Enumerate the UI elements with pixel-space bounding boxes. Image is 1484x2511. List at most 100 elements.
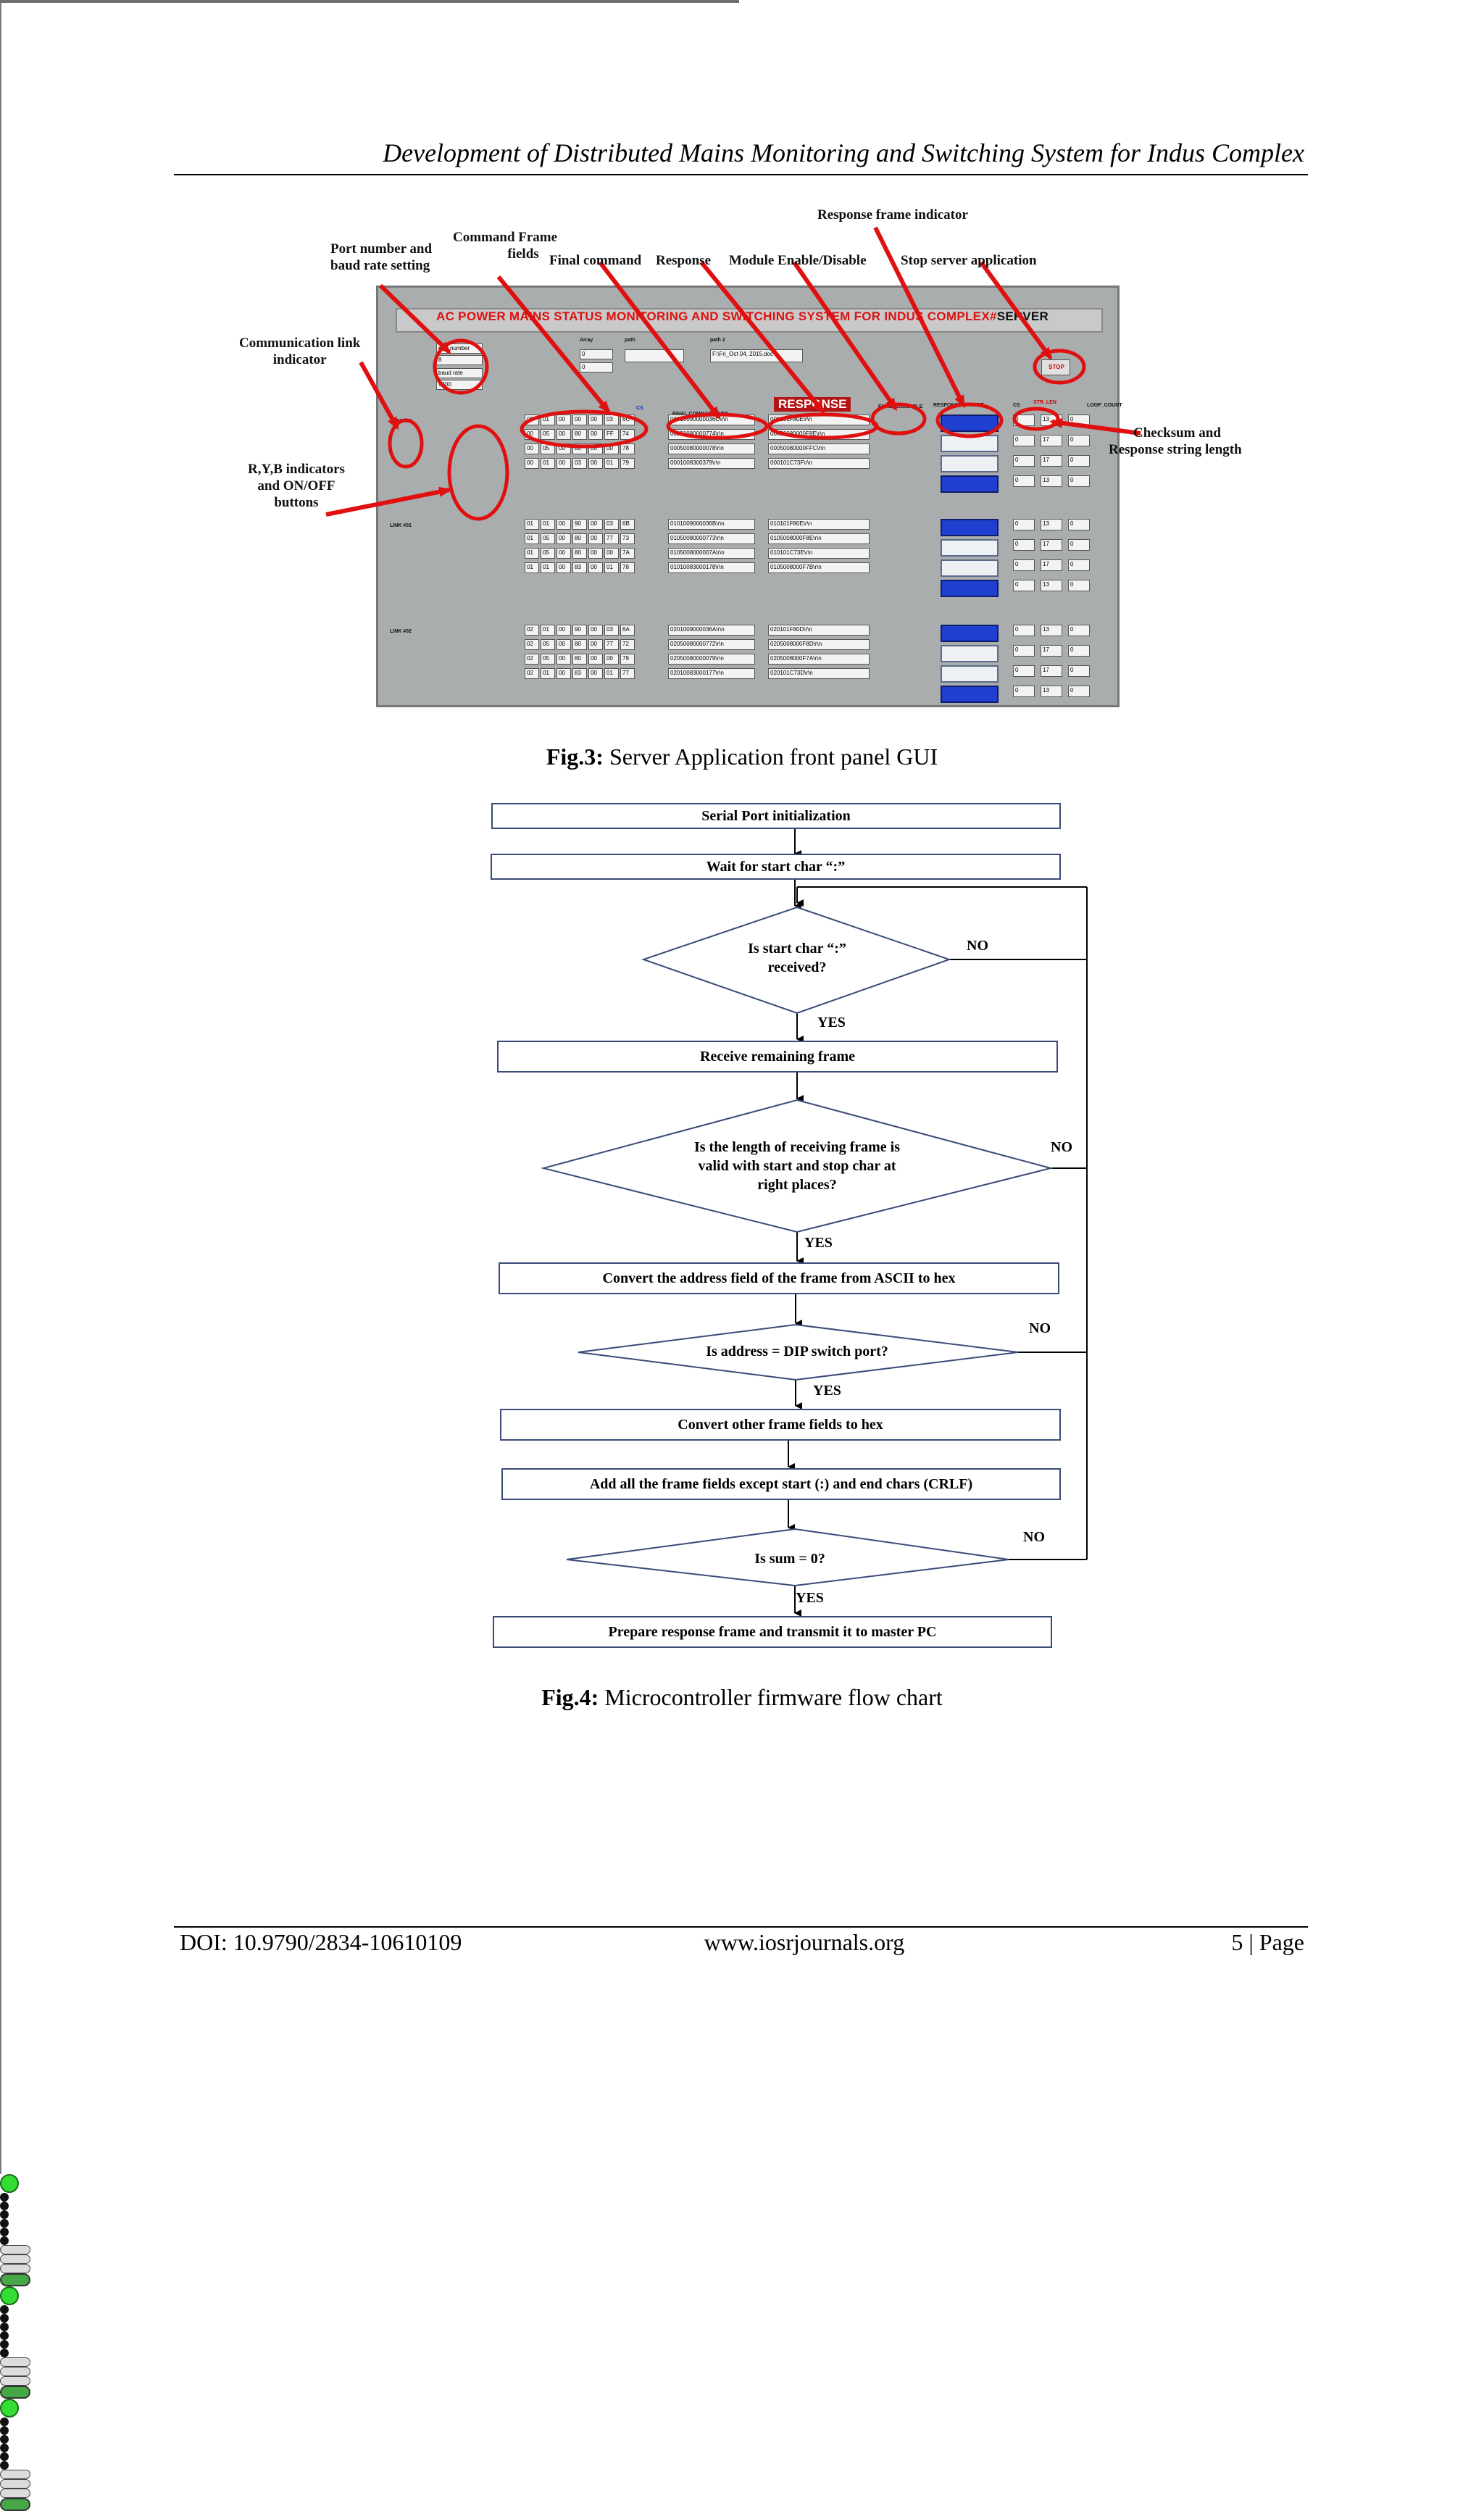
strobe-on — [941, 475, 999, 493]
onoff-toggle — [0, 2357, 30, 2367]
link-separator — [0, 1, 739, 3]
response-cell: 0205008000F7A\r\n — [768, 654, 870, 665]
ryb-led — [0, 2349, 9, 2357]
cmd-cell: 01 — [525, 519, 539, 530]
running-title: Development of Distributed Mains Monitor… — [383, 138, 1304, 167]
cmd-cell: 00 — [556, 639, 571, 650]
annotation-ellipse — [1033, 349, 1086, 385]
cmd-cell: 05 — [541, 548, 555, 559]
link-label: LINK #01 — [390, 523, 412, 528]
flow-step-convert-fields: Convert other frame fields to hex — [500, 1409, 1061, 1441]
cmd-cell: 00 — [556, 625, 571, 636]
cmd-cell: 77 — [604, 639, 619, 650]
annotation-ellipse — [433, 338, 489, 395]
onoff-toggle — [0, 2376, 30, 2386]
cmd-cell: 00 — [588, 415, 603, 425]
annotation-arrow — [378, 283, 451, 354]
cs-cell: 0 — [1013, 625, 1035, 636]
cs-cell: 17 — [1041, 645, 1062, 657]
flow-yes-1: YES — [817, 1015, 846, 1030]
cmd-cell: 01 — [525, 562, 539, 573]
cmd-cell: 05 — [541, 533, 555, 544]
strobe-on — [941, 415, 999, 432]
strobe-on — [941, 625, 999, 642]
cmd-cell: 7A — [620, 548, 635, 559]
flowchart-lines — [541, 829, 1088, 1617]
cmd-cell: 00 — [588, 548, 603, 559]
cmd-cell: 01 — [604, 668, 619, 679]
cmd-cell: 77 — [620, 668, 635, 679]
cs-cell: 13 — [1041, 686, 1062, 697]
cmd-cell: 00 — [588, 654, 603, 665]
final-command-cell: 0201009000036A\r\n — [668, 625, 755, 636]
annotation-ellipse — [388, 418, 424, 469]
cmd-cell: 6A — [620, 625, 635, 636]
cmd-cell: 00 — [604, 548, 619, 559]
cmd-cell: 00 — [525, 458, 539, 469]
cmd-cell: 80 — [572, 548, 587, 559]
cs-cell: 0 — [1068, 665, 1090, 677]
array-value-2: 0 — [580, 362, 613, 372]
cs-cell: 0 — [1013, 539, 1035, 551]
anno-stop-server: Stop server application — [901, 253, 1037, 268]
response-cell: 0205008000F8D\r\n — [768, 639, 870, 650]
cs-cell: 0 — [1068, 455, 1090, 467]
response-cell: 00050080000FFC\r\n — [768, 444, 870, 454]
response-cell: 010101C73E\r\n — [768, 548, 870, 559]
link-led — [0, 2174, 19, 2193]
cmd-cell: 03 — [572, 458, 587, 469]
ryb-led — [0, 2236, 9, 2245]
flow-step-add-fields: Add all the frame fields except start (:… — [501, 1468, 1061, 1500]
response-cell: 020101C73D\r\n — [768, 668, 870, 679]
path-label: path — [625, 338, 635, 343]
cmd-cell: 00 — [588, 562, 603, 573]
cs-cell: 17 — [1041, 435, 1062, 446]
anno-ryb: R,Y,B indicators and ON/OFF buttons — [248, 462, 345, 510]
annotation-arrow — [359, 361, 399, 430]
column-separator — [0, 313, 1, 623]
cs-cell: 0 — [1068, 686, 1090, 697]
cs-cell: 0 — [1013, 519, 1035, 530]
cs-cell: 0 — [1068, 435, 1090, 446]
final-command-cell: 00050080000078\r\n — [668, 444, 755, 454]
cs-cell: 0 — [1068, 580, 1090, 591]
onoff-toggle — [0, 2254, 30, 2264]
response-cell: 010101F80E\r\n — [768, 519, 870, 530]
ryb-led — [0, 2340, 9, 2349]
cmd-cell: 83 — [572, 668, 587, 679]
cmd-cell: 00 — [556, 415, 571, 425]
anno-module-enable: Module Enable/Disable — [729, 253, 867, 268]
cmd-cell: 01 — [541, 625, 555, 636]
column-separator — [0, 1864, 1, 2174]
cmd-cell: 01 — [541, 458, 555, 469]
flow-no-2: NO — [1051, 1139, 1072, 1155]
cmd-cell: 01 — [525, 533, 539, 544]
cmd-cell: 00 — [588, 625, 603, 636]
cmd-cell: 73 — [620, 533, 635, 544]
footer-site: www.iosrjournals.org — [704, 1929, 905, 1955]
cmd-cell: 02 — [525, 654, 539, 665]
flow-no-3: NO — [1029, 1320, 1051, 1336]
annotation-arrow — [325, 486, 452, 517]
ryb-led — [0, 2228, 9, 2236]
link-separator — [0, 0, 739, 1]
ryb-led — [0, 2331, 9, 2340]
cmd-cell: 90 — [572, 519, 587, 530]
cmd-cell: 01 — [604, 562, 619, 573]
ryb-led — [0, 2444, 9, 2452]
cmd-cell: 00 — [588, 639, 603, 650]
column-separator — [0, 1244, 1, 1554]
ryb-led — [0, 2461, 9, 2470]
ryb-led — [0, 2193, 9, 2202]
annotation-arrow — [792, 261, 898, 412]
str-len-header: STR_LEN — [1033, 400, 1056, 405]
cmd-cell: 00 — [556, 458, 571, 469]
cmd-cell: 00 — [556, 668, 571, 679]
cs-cell: 0 — [1068, 645, 1090, 657]
annotation-ellipse — [520, 409, 649, 449]
flow-no-1: NO — [967, 938, 988, 954]
cmd-cell: 00 — [556, 548, 571, 559]
loop-count-header: LOOP_COUNT — [1087, 403, 1122, 408]
annotation-ellipse — [767, 412, 879, 440]
